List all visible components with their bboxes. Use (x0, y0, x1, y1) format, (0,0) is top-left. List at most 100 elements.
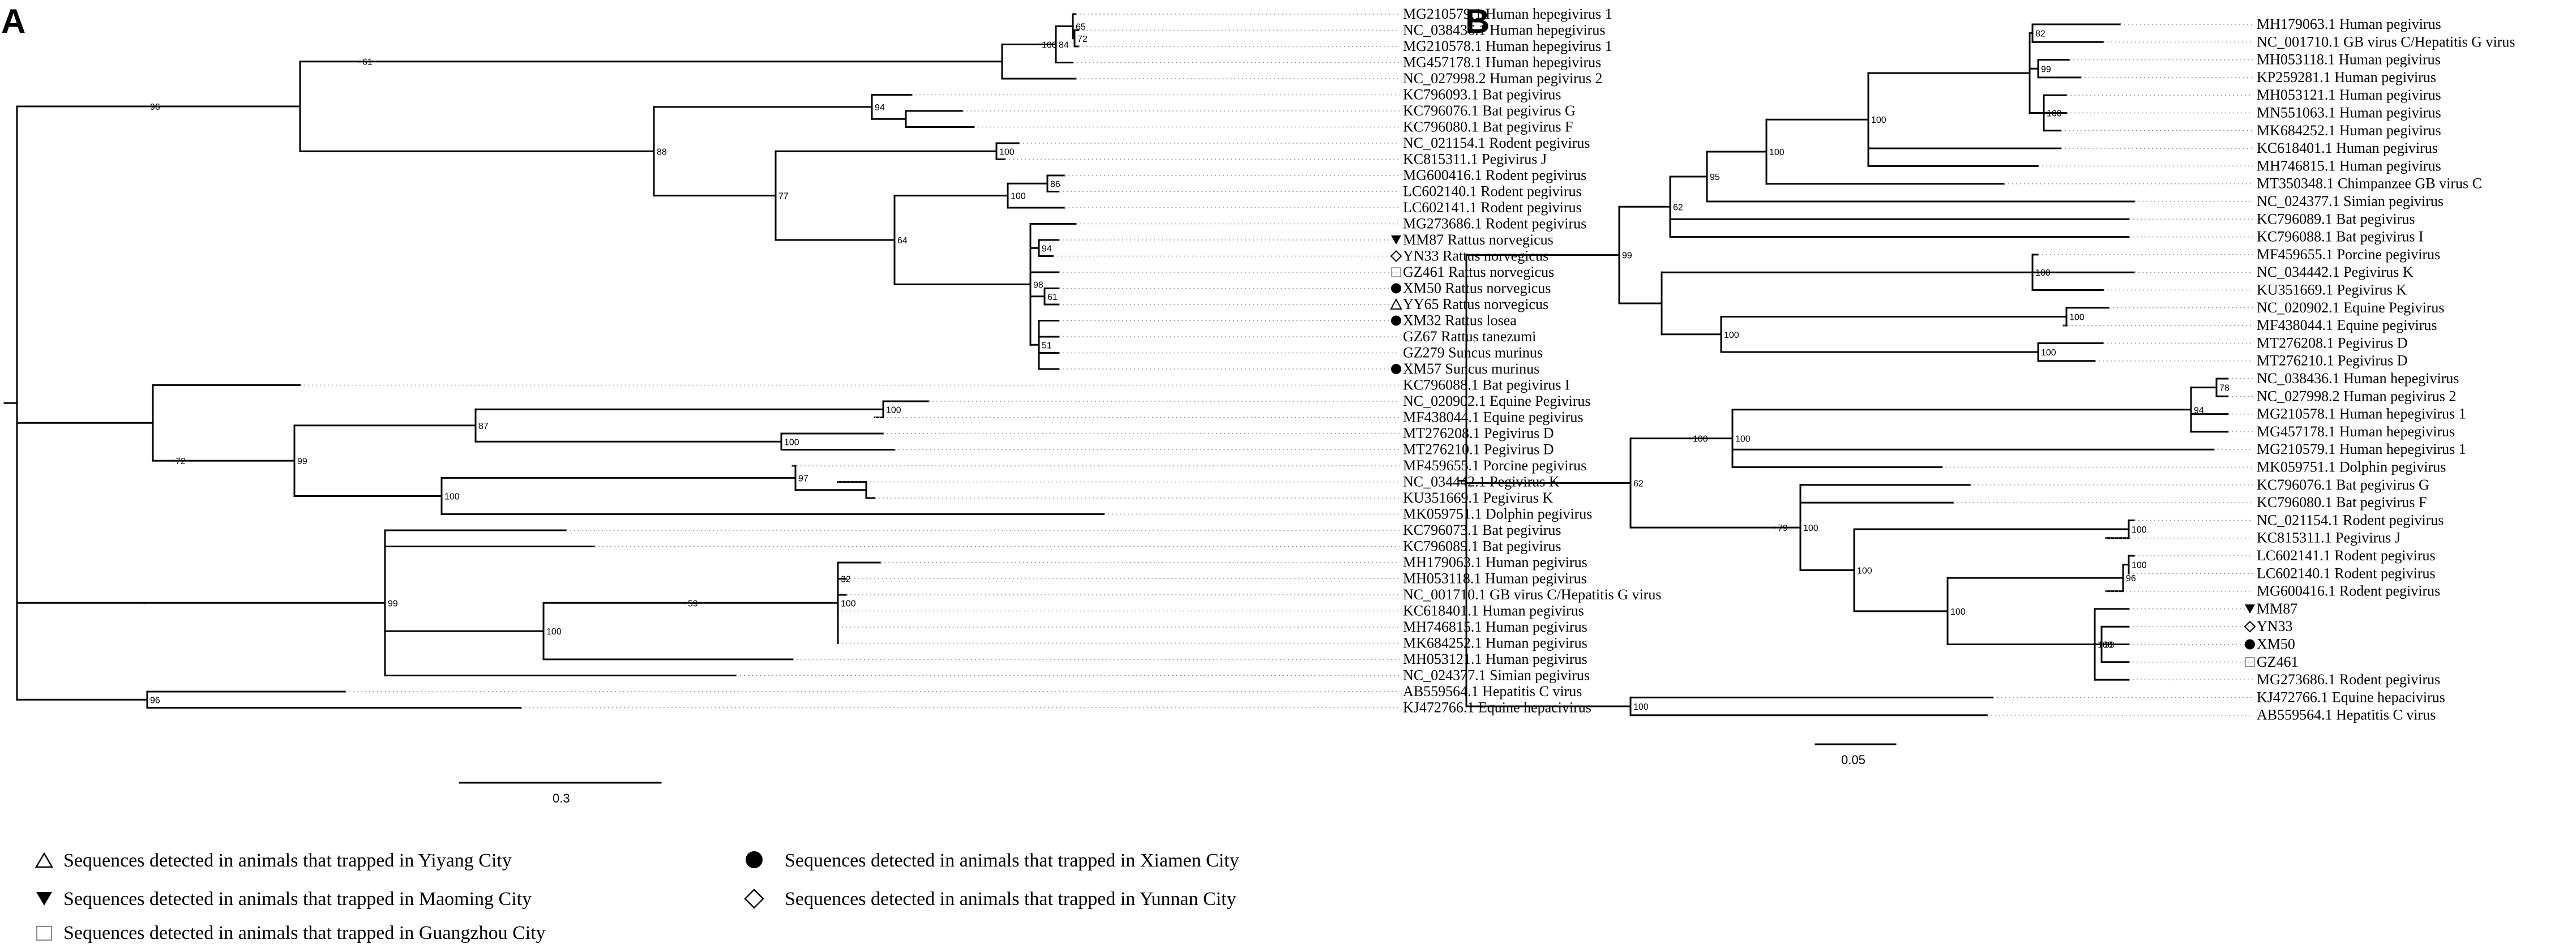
leaf-label: KP259281.1 Human pegivirus (2257, 69, 2436, 85)
bootstrap-value: 98 (1033, 280, 1043, 290)
leaf-label: MM87 Rattus norvegicus (1403, 231, 1554, 248)
bootstrap-value: 100 (1950, 607, 1966, 617)
bootstrap-value: 100 (784, 437, 799, 447)
leaf-label: NC_038436.1 Human hepegivirus (2257, 370, 2459, 387)
bootstrap-value: 32 (841, 575, 851, 585)
leaf-label: NC_038436.1 Human hepegivirus (1403, 22, 1605, 38)
bootstrap-value: 100 (2047, 109, 2062, 119)
legend: Sequences detected in animals that trapp… (35, 850, 1239, 943)
leaf-label: NC_020902.1 Equine Pegivirus (1403, 393, 1591, 409)
diamond-open-icon (2244, 620, 2256, 633)
bootstrap-value: 99 (388, 599, 398, 608)
bootstrap-value: 100 (2041, 348, 2056, 358)
legend-guangzhou: Sequences detected in animals that trapp… (63, 923, 546, 943)
leaf-label: MG273686.1 Rodent pegivirus (1403, 216, 1586, 232)
triangle-open-icon (35, 852, 54, 868)
triangle-filled-icon (36, 892, 52, 906)
bootstrap-value: 94 (875, 103, 885, 113)
leaf-label: MG273686.1 Rodent pegivirus (2257, 671, 2440, 688)
bootstrap-value: 79 (1778, 524, 1788, 533)
bootstrap-value: 100 (1769, 148, 1785, 157)
leaf-label: MF459655.1 Porcine pegivirus (2257, 246, 2440, 263)
leaf-label: GZ461 Rattus norvegicus (1403, 264, 1554, 280)
bootstrap-value: 82 (2035, 29, 2046, 39)
bootstrap-value: 72 (176, 457, 186, 466)
leaf-label: MH179063.1 Human pegivirus (1403, 554, 1587, 570)
leaf-label: KJ472766.1 Equine hepacivirus (2257, 689, 2445, 705)
leaf-label: NC_021154.1 Rodent pegivirus (2257, 512, 2444, 528)
leaf-label: MH053121.1 Human pegivirus (2257, 87, 2441, 103)
circle-filled-icon (746, 851, 763, 868)
leaf-label: MH053118.1 Human pegivirus (2257, 52, 2441, 68)
bootstrap-value: 62 (1633, 479, 1644, 488)
bootstrap-value: 100 (2069, 312, 2085, 322)
tree-a: MG210579.1 Human hepegivirus 1NC_038436.… (3, 6, 1661, 716)
circle-filled-icon (2245, 639, 2255, 650)
leaf-label: MT276210.1 Pegivirus D (2257, 353, 2408, 369)
bootstrap-value: 100 (2098, 641, 2113, 650)
square-open-icon (1391, 267, 1401, 277)
bootstrap-value: 88 (657, 147, 667, 157)
bootstrap-value: 100 (1724, 331, 1739, 340)
leaf-label: NC_020902.1 Equine Pegivirus (2257, 299, 2445, 316)
bootstrap-value: 84 (1059, 40, 1069, 50)
leaf-label: GZ67 Rattus tanezumi (1403, 328, 1536, 345)
leaf-label: MK684252.1 Human pegivirus (2257, 122, 2441, 139)
bootstrap-value: 100 (1857, 566, 1872, 576)
bootstrap-value: 62 (1673, 203, 1683, 212)
bootstrap-value: 99 (2041, 65, 2051, 74)
bootstrap-value: 100 (1011, 192, 1026, 201)
leaf-label: MH746815.1 Human pegivirus (1403, 619, 1587, 635)
leaf-label: MH179063.1 Human pegivirus (2257, 16, 2441, 32)
bootstrap-value: 97 (798, 474, 808, 483)
bootstrap-value: 100 (546, 627, 562, 637)
leaf-label: KC796093.1 Bat pegivirus (1403, 87, 1561, 103)
bootstrap-value: 100 (1633, 702, 1649, 712)
leaf-label: MG210578.1 Human hepegivirus 1 (2257, 406, 2466, 422)
leaf-label: MK059751.1 Dolphin pegivirus (1403, 506, 1592, 522)
leaf-label: XM32 Rattus losea (1403, 312, 1517, 329)
leaf-label: KC618401.1 Human pegivirus (1403, 603, 1584, 619)
leaf-label: MG210579.1 Human hepegivirus 1 (2257, 441, 2466, 457)
panel-label-a: A (1, 2, 25, 40)
leaf-label: LC602141.1 Rodent pegivirus (1403, 199, 1582, 216)
leaf-label: NC_001710.1 GB virus C/Hepatitis G virus (1403, 586, 1661, 603)
circle-filled-icon (1391, 364, 1401, 374)
bootstrap-value: 61 (1047, 293, 1058, 302)
bootstrap-value: 61 (362, 58, 373, 67)
leaf-label: AB559564.1 Hepatitis C virus (1403, 683, 1582, 700)
circle-filled-icon (1391, 315, 1401, 326)
bootstrap-value: 94 (2194, 406, 2204, 415)
leaf-label: AB559564.1 Hepatitis C virus (2257, 707, 2436, 723)
bootstrap-value: 100 (886, 405, 901, 415)
leaf-label: MH746815.1 Human pegivirus (2257, 157, 2441, 174)
bootstrap-value: 100 (1803, 524, 1818, 533)
square-open-icon (2245, 657, 2255, 667)
leaf-label: MH053118.1 Human pegivirus (1403, 570, 1587, 587)
legend-xiamen: Sequences detected in animals that trapp… (785, 850, 1239, 871)
circle-filled-icon (1391, 283, 1401, 294)
leaf-label: LC602140.1 Rodent pegivirus (1403, 183, 1582, 200)
leaf-label: NC_024377.1 Simian pegivirus (2257, 193, 2444, 209)
bootstrap-value: 100 (1042, 40, 1057, 50)
leaf-label: MK059751.1 Dolphin pegivirus (2257, 459, 2446, 475)
bootstrap-value: 100 (2035, 268, 2051, 278)
leaf-label: NC_024377.1 Simian pegivirus (1403, 667, 1590, 684)
leaf-label: KC815311.1 Pegivirus J (2257, 530, 2400, 546)
bootstrap-value: 100 (2132, 561, 2147, 570)
leaf-label: NC_001710.1 GB virus C/Hepatitis G virus (2257, 33, 2515, 50)
leaf-label: MT276208.1 Pegivirus D (2257, 334, 2408, 351)
bootstrap-value: 96 (2126, 574, 2136, 584)
bootstrap-value: 64 (897, 236, 908, 246)
bootstrap-value: 100 (2132, 525, 2147, 535)
leaf-label: NC_027998.2 Human pegivirus 2 (1403, 70, 1602, 87)
bootstrap-value: 100 (999, 147, 1015, 157)
bootstrap-value: 100 (1871, 115, 1886, 125)
bootstrap-value: 100 (1693, 435, 1708, 444)
leaf-label: KC618401.1 Human pegivirus (2257, 140, 2438, 156)
leaf-label: NC_034442.1 Pegivirus K (2257, 264, 2414, 280)
leaf-label: NC_027998.2 Human pegivirus 2 (2257, 388, 2456, 404)
leaf-label: GZ461 (2257, 654, 2299, 670)
leaf-label: MG457178.1 Human hepegivirus (2257, 423, 2455, 440)
